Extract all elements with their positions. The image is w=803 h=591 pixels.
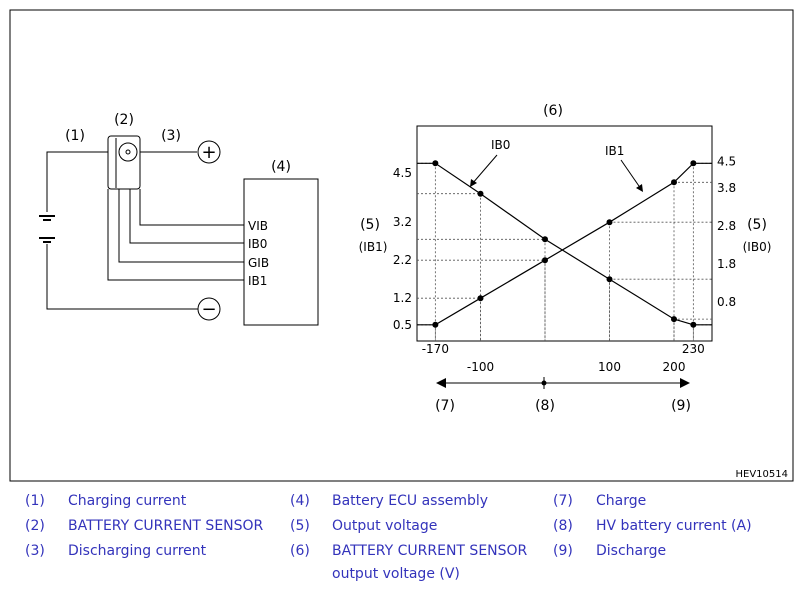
x-tick-label-0: -170 [422,342,449,356]
callout-2: (2) [114,112,134,128]
chart-marks [417,160,712,328]
signal-gib-label: GIB [248,256,269,270]
legend-text-9: Discharge [596,543,667,559]
legend-num-9: (9) [553,543,573,559]
legend-num-7: (7) [553,493,573,509]
y-left-tick-label-4: 0.5 [393,318,412,332]
y-right-tick-label-3: 1.8 [717,257,736,271]
x-tick-label-1: -100 [467,360,494,374]
y-right-tick-label-2: 2.8 [717,219,736,233]
data-point-ib0-4 [671,316,677,323]
chart-tick-labels: -170 -100 100 230 200 4.5 3.2 2.2 1.2 0.5 4.5 3.8 2.… [393,154,736,374]
diagram-figure: + − (1) (2) (3) (4) VIB IB0 GIB IB1 -170… [9,9,794,482]
discharge-arrowhead [680,378,690,388]
legend-num-3: (3) [25,543,45,559]
data-point-ib1-3 [606,219,613,226]
y-right-tick-label-0: 4.5 [717,154,736,168]
legend-num-2: (2) [25,518,45,534]
wire-charging [46,151,108,212]
legend-text-6-line2: output voltage (V) [332,566,460,582]
y-left-tick-label-2: 2.2 [393,253,412,267]
minus-terminal-icon [197,297,221,321]
wire-gib [118,189,244,263]
x-tick-label-2: 100 [598,360,621,374]
y-right-tick-label-1: 3.8 [717,181,736,195]
callout-5-left-sub: (IB1) [359,240,388,254]
callout-5-right: (5) [747,217,767,233]
arrow-label-charge: (7) [435,398,455,414]
ib0-pointer-arrowhead [470,179,477,187]
callout-6: (6) [543,103,563,119]
arrow-label-current: (8) [535,398,555,414]
arrow-label-discharge: (9) [671,398,691,414]
data-point-ib1-2 [542,257,548,264]
callout-5-left: (5) [360,217,380,233]
legend-num-4: (4) [290,493,310,509]
data-point-ib0-1 [477,190,484,197]
terminal-minus-label: − [201,299,216,320]
legend-text-2: BATTERY CURRENT SENSOR [68,518,264,534]
y-left-tick-label-0: 4.5 [393,166,412,180]
legend-text-5: Output voltage [332,518,438,534]
legend: (1) Charging current (2) BATTERY CURRENT… [0,488,803,591]
series-label-ib0: IB0 [491,138,510,152]
sensor-core-dot [125,149,131,155]
ib1-pointer-arrowhead [636,184,643,192]
series-line-ib0 [417,162,712,326]
x-tick-label-4: 200 [663,360,686,374]
data-point-ib1-1 [477,295,484,302]
data-point-ib0-2 [542,236,548,243]
legend-num-1: (1) [25,493,45,509]
data-point-ib0-0 [432,160,439,167]
legend-text-8: HV battery current (A) [596,518,752,534]
legend-num-8: (8) [553,518,573,534]
data-point-ib0-3 [606,276,613,283]
y-right-tick-label-4: 0.8 [717,295,736,309]
legend-text-3: Discharging current [68,543,207,559]
x-tick-label-3: 230 [682,342,705,356]
sensor-body [107,135,141,190]
legend-text-4: Battery ECU assembly [332,493,489,509]
callout-3: (3) [161,128,181,144]
figure-frame [9,9,794,482]
signal-ib1-label: IB1 [248,274,267,288]
circuit-diagram [39,135,319,326]
legend-text-6: BATTERY CURRENT SENSOR [332,543,528,559]
data-point-ib1-4 [671,179,677,186]
wire-ib0 [129,189,244,244]
wire-return [46,244,198,310]
image-code: HEV10514 [736,469,789,480]
y-left-tick-label-3: 1.2 [393,291,412,305]
battery-ecu-box [243,178,319,326]
callout-1: (1) [65,128,85,144]
legend-text-1: Charging current [68,493,187,509]
data-point-ib1-0 [432,321,439,328]
chart-plot-area [416,125,713,342]
charge-arrowhead [436,378,446,388]
legend-text-7: Charge [596,493,647,509]
y-left-tick-label-1: 3.2 [393,215,412,229]
series-label-ib1: IB1 [605,144,624,158]
legend-num-6: (6) [290,543,310,559]
ib1-pointer-arrow [620,159,642,190]
callout-5-right-sub: (IB0) [743,240,772,254]
wire-ib1 [107,189,244,281]
data-point-ib0-5 [690,321,697,328]
chart-grid [417,162,712,341]
terminal-plus-label: + [201,142,216,163]
wire-vib [139,189,244,226]
signal-vib-label: VIB [248,219,268,233]
series-line-ib1 [417,162,712,326]
sensor-core-icon [118,142,138,162]
legend-num-5: (5) [290,518,310,534]
ib0-pointer-arrow [471,154,498,185]
data-point-ib1-5 [690,160,697,167]
plus-terminal-icon [197,140,221,164]
callout-4: (4) [271,159,291,175]
signal-ib0-label: IB0 [248,237,267,251]
